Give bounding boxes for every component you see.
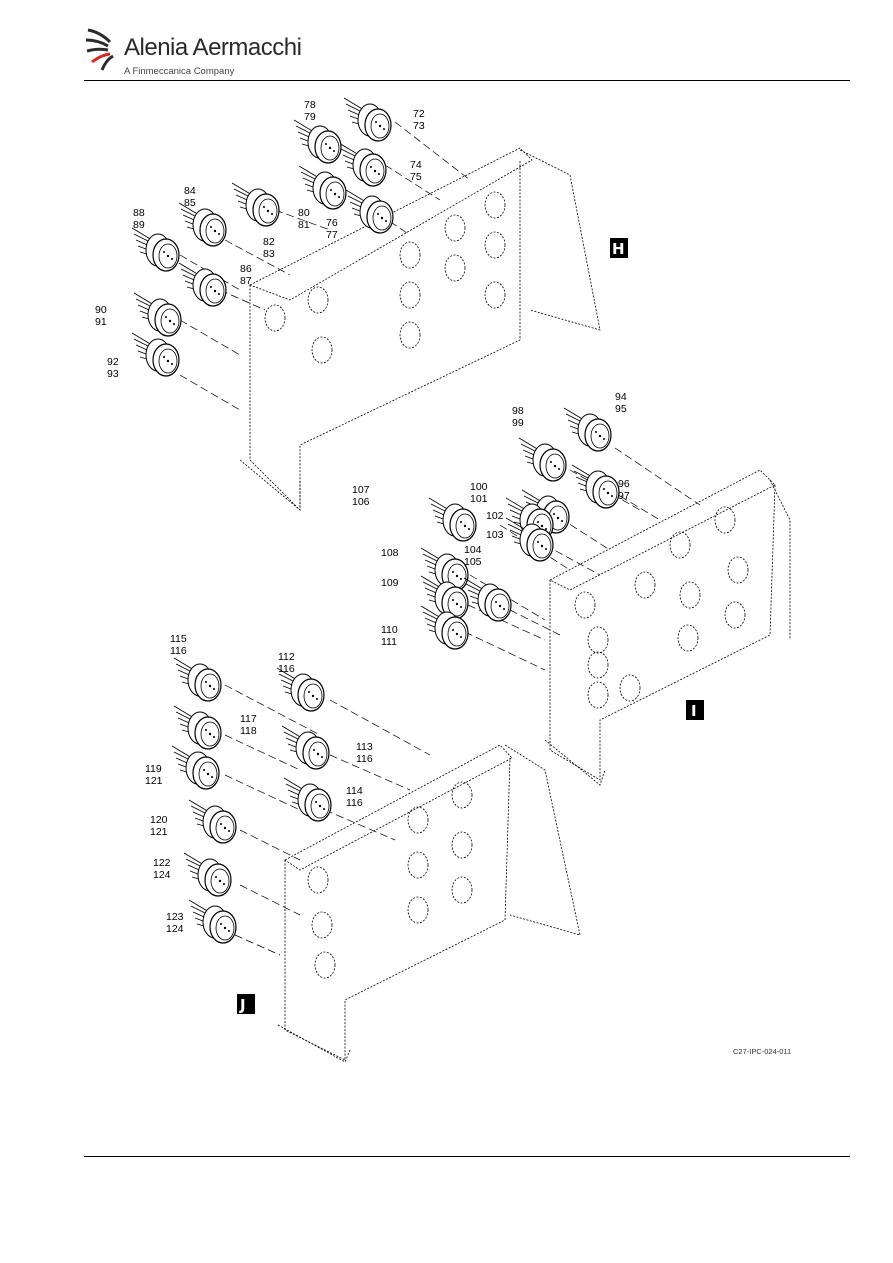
panel-j bbox=[277, 744, 581, 1063]
callout-74: 74 bbox=[410, 159, 422, 171]
callout-100: 100 bbox=[470, 481, 488, 493]
callout-108: 108 bbox=[381, 547, 399, 559]
callout-79: 79 bbox=[304, 111, 316, 123]
callout-93: 93 bbox=[107, 368, 119, 380]
view-j-letter: J bbox=[239, 996, 246, 1014]
callout-95: 95 bbox=[615, 403, 627, 415]
connectors-j bbox=[171, 657, 332, 944]
callout-87: 87 bbox=[240, 275, 252, 287]
callout-73: 73 bbox=[413, 120, 425, 132]
callout-104: 104 bbox=[464, 544, 482, 556]
callout-76: 76 bbox=[326, 217, 338, 229]
callout-121: 121 bbox=[145, 775, 163, 787]
callout-89: 89 bbox=[133, 219, 145, 231]
dashed-leaders-i bbox=[464, 447, 701, 671]
callout-118: 118 bbox=[240, 725, 257, 737]
view-i-badge bbox=[686, 700, 704, 720]
callout-106: 106 bbox=[352, 496, 370, 508]
company-subtitle: A Finmeccanica Company bbox=[124, 66, 235, 77]
callout-75: 75 bbox=[410, 171, 422, 183]
callout-111: 111 bbox=[381, 636, 397, 648]
callout-96: 96 bbox=[618, 478, 630, 490]
callout-107: 107 bbox=[352, 484, 370, 496]
callout-114: 114 bbox=[346, 785, 363, 797]
figure-id: C27-IPC-024-011 bbox=[733, 1047, 792, 1056]
callout-81: 81 bbox=[298, 219, 310, 231]
callout-103: 103 bbox=[486, 529, 504, 541]
callout-105: 105 bbox=[464, 556, 482, 568]
callout-116: 116 bbox=[278, 663, 295, 675]
callout-82: 82 bbox=[263, 236, 275, 248]
company-name: Alenia Aermacchi bbox=[124, 34, 302, 61]
callout-109: 109 bbox=[381, 577, 399, 589]
callout-116: 116 bbox=[356, 753, 373, 765]
view-i-letter: I bbox=[691, 702, 697, 720]
callout-123: 123 bbox=[166, 911, 184, 923]
callout-72: 72 bbox=[413, 108, 425, 120]
panel-h bbox=[239, 147, 601, 511]
callout-98: 98 bbox=[512, 405, 524, 417]
callout-85: 85 bbox=[184, 197, 196, 209]
header-rule bbox=[84, 80, 850, 81]
panel-i bbox=[544, 469, 791, 786]
callout-99: 99 bbox=[512, 417, 524, 429]
callout-110: 110 bbox=[381, 624, 398, 636]
dashed-leaders-h bbox=[179, 121, 471, 411]
dashed-leaders-j bbox=[224, 684, 431, 956]
connectors-i bbox=[420, 407, 620, 650]
callout-124: 124 bbox=[166, 923, 184, 935]
callout-84: 84 bbox=[184, 185, 196, 197]
callout-115: 115 bbox=[170, 633, 187, 645]
callout-119: 119 bbox=[145, 763, 162, 775]
callout-83: 83 bbox=[263, 248, 275, 260]
callout-124: 124 bbox=[153, 869, 171, 881]
callout-117: 117 bbox=[240, 713, 257, 725]
callout-77: 77 bbox=[326, 229, 338, 241]
callout-78: 78 bbox=[304, 99, 316, 111]
callout-116: 116 bbox=[170, 645, 187, 657]
view-h-letter: H bbox=[612, 240, 625, 258]
callout-122: 122 bbox=[153, 857, 171, 869]
callout-90: 90 bbox=[95, 304, 107, 316]
callout-121: 121 bbox=[150, 826, 168, 838]
callout-97: 97 bbox=[618, 490, 630, 502]
page-header: Alenia Aermacchi A Finmeccanica Company bbox=[0, 0, 893, 82]
callout-113: 113 bbox=[356, 741, 373, 753]
callout-88: 88 bbox=[133, 207, 145, 219]
callout-94: 94 bbox=[615, 391, 627, 403]
alenia-logo-icon bbox=[85, 28, 114, 71]
callout-91: 91 bbox=[95, 316, 107, 328]
callout-80: 80 bbox=[298, 207, 310, 219]
view-j-badge bbox=[237, 994, 255, 1014]
callout-86: 86 bbox=[240, 263, 252, 275]
callout-102: 102 bbox=[486, 510, 504, 522]
view-h-badge bbox=[610, 238, 628, 258]
callout-116: 116 bbox=[346, 797, 363, 809]
footer-rule bbox=[84, 1156, 850, 1157]
callout-101: 101 bbox=[470, 493, 488, 505]
callout-120: 120 bbox=[150, 814, 168, 826]
callout-112: 112 bbox=[278, 651, 295, 663]
callout-92: 92 bbox=[107, 356, 119, 368]
